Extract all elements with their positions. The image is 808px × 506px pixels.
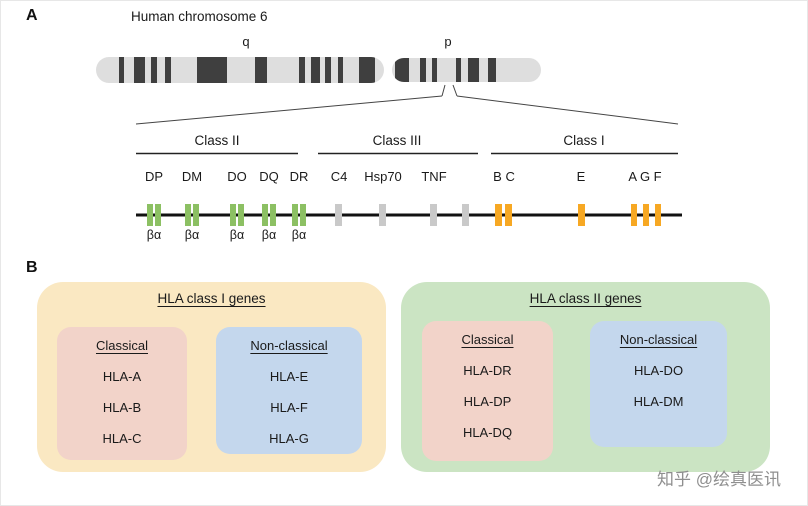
gene-item: HLA-DR [463, 363, 512, 378]
figure-title: Human chromosome 6 [131, 9, 268, 24]
gene-item: HLA-DO [633, 363, 684, 378]
hla-class-i-title: HLA class I genes [157, 291, 266, 306]
chromosome-diagram [96, 57, 682, 226]
panel-b-label: B [26, 259, 38, 276]
chromosome-bands-p [395, 58, 496, 82]
q-arm-label: q [242, 34, 250, 49]
subunit-label: βα [291, 228, 307, 242]
class-i-gene-markers [495, 204, 661, 226]
gene-item: HLA-B [102, 400, 142, 415]
gene-label-do: DO [227, 169, 247, 184]
class-i-title: Class I [563, 133, 605, 148]
class-ii-title: Class II [194, 133, 240, 148]
gene-label-dm: DM [181, 169, 203, 184]
classical-title: Classical [461, 332, 514, 347]
chromosome-p-arm [392, 58, 541, 82]
subunit-label: βα [261, 228, 277, 242]
gene-item: HLA-A [102, 369, 142, 384]
watermark: 知乎 @绘真医讯 [657, 470, 781, 489]
gene-item: HLA-DQ [462, 425, 513, 440]
subunit-label: βα [184, 228, 200, 242]
gene-item: HLA-C [102, 431, 142, 446]
class-ii-classical-box: Classical HLA-DR HLA-DP HLA-DQ [422, 321, 553, 461]
gene-label-dr: DR [289, 169, 309, 184]
subunit-label: βα [229, 228, 245, 242]
gene-label-dp: DP [144, 169, 164, 184]
chromosome-bands-q [119, 57, 375, 83]
class-ii-gene-markers [147, 204, 306, 226]
gene-label-tnf: TNF [421, 169, 447, 184]
gene-item: HLA-F [270, 400, 308, 415]
class-ii-nonclassical-box: Non-classical HLA-DO HLA-DM [590, 321, 727, 447]
zoom-lines [135, 84, 679, 125]
gene-label-b-c: B C [493, 169, 515, 184]
gene-label-hsp70: Hsp70 [364, 169, 402, 184]
non-classical-title: Non-classical [619, 332, 698, 347]
non-classical-title: Non-classical [250, 338, 328, 353]
class-iii-title: Class III [372, 133, 422, 148]
gene-item: HLA-E [269, 369, 309, 384]
gene-item: HLA-G [269, 431, 309, 446]
gene-label-e: E [576, 169, 586, 184]
panel-a-label: A [26, 7, 38, 24]
hla-class-ii-title: HLA class II genes [529, 291, 642, 306]
gene-label-a-g-f: A G F [628, 169, 662, 184]
subunit-label: βα [146, 228, 162, 242]
class-i-classical-box: Classical HLA-A HLA-B HLA-C [57, 327, 187, 460]
p-arm-label: p [444, 34, 452, 49]
gene-label-dq: DQ [259, 169, 279, 184]
classical-title: Classical [95, 338, 148, 353]
class-i-nonclassical-box: Non-classical HLA-E HLA-F HLA-G [216, 327, 362, 454]
gene-label-c4: C4 [330, 169, 348, 184]
gene-item: HLA-DM [633, 394, 684, 409]
class-iii-gene-markers [335, 204, 469, 226]
gene-item: HLA-DP [463, 394, 512, 409]
